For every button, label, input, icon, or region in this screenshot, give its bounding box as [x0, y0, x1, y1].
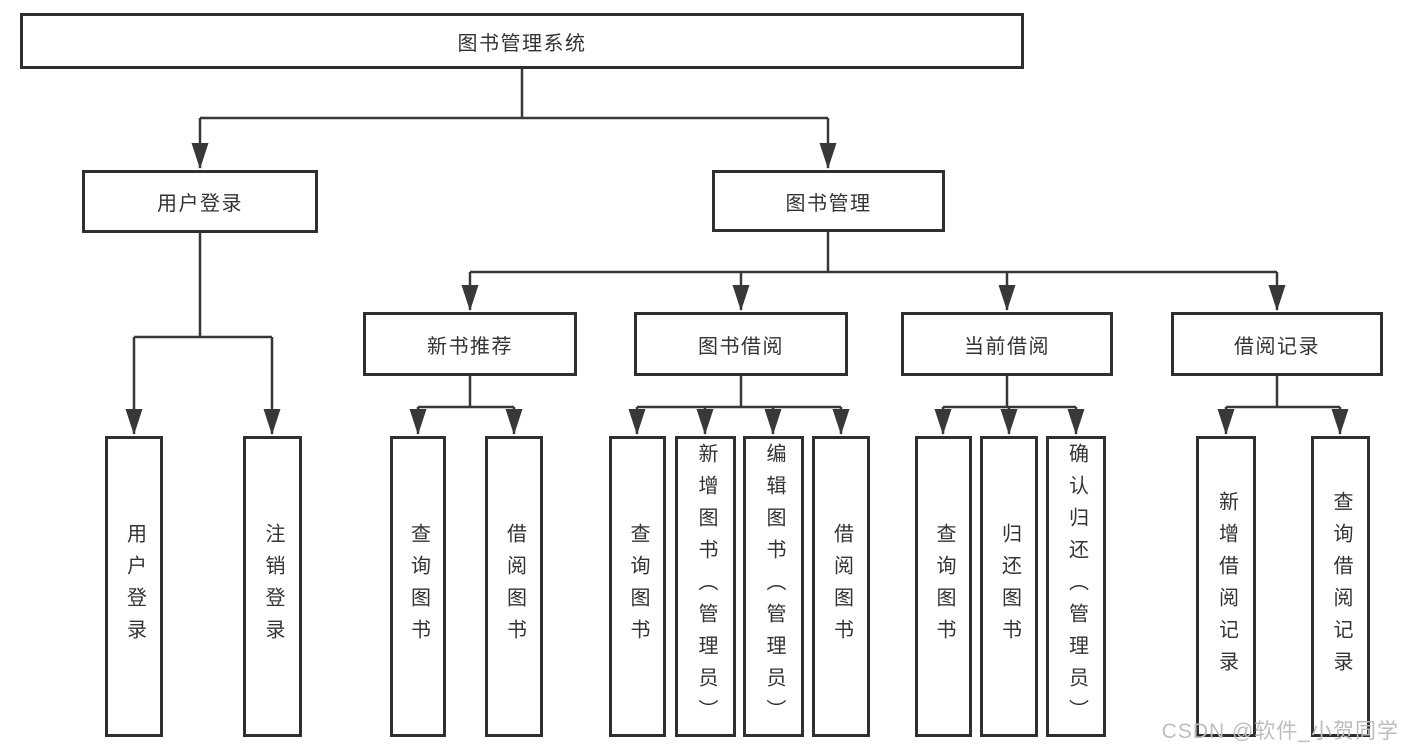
- leaf-label: 查询借阅记录: [1330, 490, 1352, 683]
- leaf-add-books-admin: 新增图书（管理员）: [675, 436, 736, 737]
- node-new-book-recommendation: 新书推荐: [363, 312, 577, 376]
- node-book-borrowing: 图书借阅: [634, 312, 848, 376]
- node-library-system: 图书管理系统: [20, 13, 1024, 69]
- node-label: 借阅记录: [1234, 335, 1320, 358]
- leaf-label: 查询图书: [407, 522, 430, 651]
- leaf-label: 确认归还（管理员）: [1065, 442, 1088, 731]
- leaf-label: 用户登录: [123, 522, 146, 651]
- leaf-label: 归还图书: [998, 522, 1021, 651]
- leaf-label: 新增借阅记录: [1215, 490, 1238, 683]
- watermark: CSDN @软件_小贺同学: [1161, 720, 1399, 743]
- leaf-query-books-borrowing: 查询图书: [609, 436, 666, 737]
- leaf-label: 查询图书: [933, 522, 955, 651]
- leaf-query-books-current: 查询图书: [915, 436, 972, 737]
- leaf-label: 查询图书: [627, 522, 649, 651]
- leaf-borrow-books-recommend: 借阅图书: [485, 436, 543, 737]
- node-label: 用户登录: [157, 193, 243, 215]
- leaf-return-books: 归还图书: [980, 436, 1038, 737]
- node-label: 图书管理系统: [457, 32, 587, 55]
- leaf-add-borrow-record: 新增借阅记录: [1196, 436, 1256, 737]
- leaf-label: 借阅图书: [830, 522, 853, 651]
- node-book-management: 图书管理: [712, 170, 945, 232]
- leaf-query-borrow-record: 查询借阅记录: [1311, 436, 1370, 737]
- node-borrowing-records: 借阅记录: [1171, 312, 1383, 376]
- leaf-confirm-return-admin: 确认归还（管理员）: [1046, 436, 1106, 737]
- leaf-label: 注销登录: [262, 522, 284, 651]
- node-user-login: 用户登录: [82, 170, 318, 233]
- node-label: 图书借阅: [698, 335, 784, 358]
- node-label: 新书推荐: [427, 335, 513, 358]
- leaf-edit-books-admin: 编辑图书（管理员）: [743, 436, 804, 737]
- leaf-label: 借阅图书: [503, 522, 526, 651]
- leaf-label: 编辑图书（管理员）: [763, 442, 785, 731]
- leaf-query-books-recommend: 查询图书: [390, 436, 446, 737]
- leaf-logout: 注销登录: [243, 436, 302, 737]
- node-current-borrowing: 当前借阅: [901, 312, 1113, 376]
- node-label: 当前借阅: [964, 335, 1050, 358]
- node-label: 图书管理: [785, 192, 872, 215]
- leaf-user-login: 用户登录: [105, 436, 163, 737]
- leaf-borrow-books-borrowing: 借阅图书: [812, 436, 870, 737]
- leaf-label: 新增图书（管理员）: [695, 442, 717, 731]
